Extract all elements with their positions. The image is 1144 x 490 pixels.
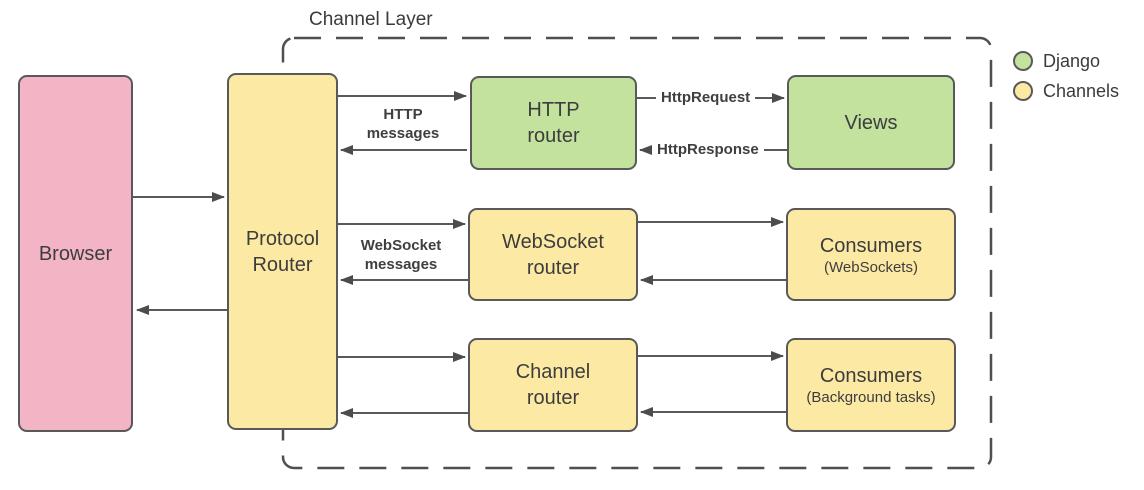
legend-item-django: Django	[1012, 50, 1119, 72]
http-messages-label: HTTP messages	[366, 106, 440, 142]
consumers-background-sublabel: (Background tasks)	[806, 389, 936, 406]
browser-node: Browser	[18, 75, 133, 432]
http-response-label: HttpResponse	[652, 141, 764, 159]
websocket-router-node: WebSocket router	[468, 208, 638, 301]
consumers-background-label: Consumers	[819, 365, 923, 387]
channel-router-node: Channel router	[468, 338, 638, 432]
views-node: Views	[787, 75, 955, 170]
consumers-websockets-label: Consumers	[819, 234, 923, 257]
http-router-node: HTTP router	[470, 76, 637, 170]
consumers-background-node: Consumers (Background tasks)	[786, 338, 956, 432]
consumers-websockets-node: Consumers (WebSockets)	[786, 208, 956, 301]
legend-item-channels: Channels	[1012, 80, 1119, 102]
channels-legend-swatch-icon	[1013, 81, 1033, 101]
websocket-messages-label: WebSocket messages	[360, 237, 442, 273]
legend-label-channels: Channels	[1043, 80, 1120, 101]
consumers-websockets-sublabel: (WebSockets)	[824, 258, 918, 276]
legend-label-django: Django	[1043, 50, 1101, 71]
legend: Django Channels	[1012, 50, 1119, 110]
channel-layer-title: Channel Layer	[309, 9, 433, 30]
django-legend-swatch-icon	[1013, 51, 1033, 71]
http-request-label: HttpRequest	[656, 89, 756, 107]
protocol-router-node: Protocol Router	[227, 73, 338, 430]
